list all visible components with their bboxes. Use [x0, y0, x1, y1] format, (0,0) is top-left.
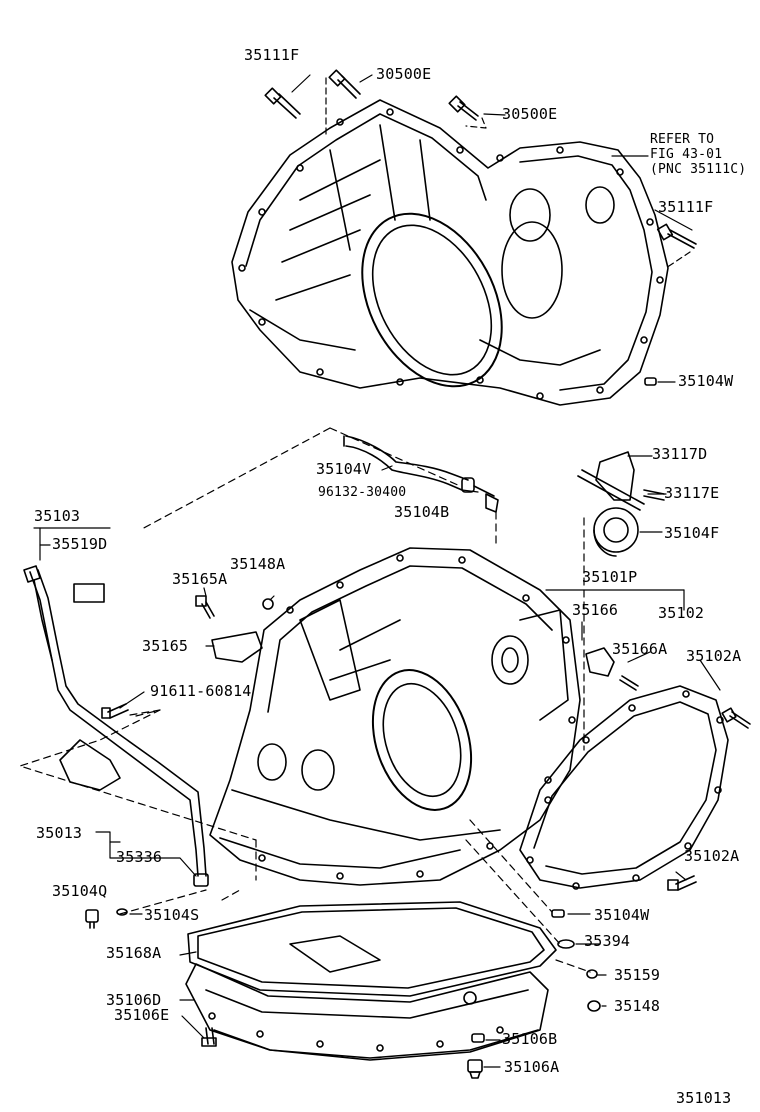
label-35159: 35159 — [614, 966, 661, 984]
bolt-30500E-a — [328, 69, 361, 99]
label-96132-30400: 96132-30400 — [318, 485, 407, 500]
label-35166: 35166 — [572, 601, 619, 619]
label-35148A: 35148A — [230, 555, 286, 573]
bolt-35111F-side — [656, 223, 697, 249]
label-35102: 35102 — [658, 604, 705, 622]
plug-35148A — [262, 598, 274, 610]
plug-35148 — [587, 1000, 601, 1012]
label-35106B: 35106B — [502, 1030, 558, 1048]
plate-35166 — [585, 647, 615, 677]
bracket-33117D — [577, 451, 645, 511]
clamp-96132-30400 — [461, 477, 495, 497]
label-91611-60814: 91611-60814 — [150, 682, 252, 700]
label-35103: 35103 — [34, 507, 81, 525]
label-35104B: 35104B — [394, 503, 450, 521]
union-35104B — [485, 493, 499, 513]
dipstick-35103 — [23, 565, 53, 661]
plug-35104Q — [85, 909, 99, 929]
bolt-35165A — [195, 595, 215, 619]
oring-35394 — [557, 939, 575, 949]
label-35111F-top: 35111F — [244, 46, 300, 64]
label-35165: 35165 — [142, 637, 189, 655]
gasket-35168A — [187, 901, 557, 997]
refer-note-line2: FIG 43-01 — [650, 147, 723, 162]
label-35166A: 35166A — [612, 640, 668, 658]
pin-35104W-upper — [644, 377, 657, 386]
refer-note-line3: (PNC 35111C) — [650, 162, 747, 177]
label-35106D: 35106D — [106, 991, 162, 1009]
label-35165A: 35165A — [172, 570, 228, 588]
pin-35104W-lower — [551, 909, 565, 918]
bolt-35166A — [619, 675, 639, 691]
bolt-30500E-b — [448, 95, 479, 121]
label-35102A-lower: 35102A — [684, 847, 740, 865]
hose-35104V — [343, 435, 469, 491]
label-35168A: 35168A — [106, 944, 162, 962]
label-35104W-upper: 35104W — [678, 372, 734, 390]
oring-35159 — [586, 969, 598, 979]
label-33117E: 33117E — [664, 484, 720, 502]
oil-pan-35106D — [185, 935, 549, 1061]
label-35106E: 35106E — [114, 1006, 170, 1024]
refer-note-line1: REFER TO — [650, 132, 715, 147]
transaxle-case-upper — [231, 99, 669, 406]
plate-35165 — [211, 631, 263, 663]
magnet-35106B — [471, 1033, 485, 1043]
label-35102A-upper: 35102A — [686, 647, 742, 665]
leader-lines-lower — [33, 455, 721, 1068]
assembly-dashed-lines — [19, 427, 591, 973]
pad-35519D — [73, 583, 105, 603]
label-35101P: 35101P — [582, 568, 638, 586]
bolt-35102A-upper — [721, 707, 751, 729]
bolt-35111F-top — [264, 87, 301, 119]
figure-number: 351013 — [676, 1089, 732, 1107]
transaxle-case-lower — [209, 547, 581, 886]
plug-35106A — [467, 1059, 483, 1079]
bolt-91611-60814 — [101, 703, 129, 719]
side-cover-35102 — [519, 685, 729, 890]
label-35104F: 35104F — [664, 524, 720, 542]
bolt-33117E — [643, 489, 665, 501]
label-35394: 35394 — [584, 932, 631, 950]
label-30500E-a: 30500E — [376, 65, 432, 83]
label-35336: 35336 — [116, 848, 163, 866]
label-35519D: 35519D — [52, 535, 108, 553]
label-30500E-b: 30500E — [502, 105, 558, 123]
label-35148: 35148 — [614, 997, 661, 1015]
label-35104W-lower: 35104W — [594, 906, 650, 924]
bolt-35102A-lower — [667, 875, 697, 891]
label-35111F-side: 35111F — [658, 198, 714, 216]
label-35104Q: 35104Q — [52, 882, 108, 900]
label-33117D: 33117D — [652, 445, 708, 463]
leader-lines-upper — [291, 74, 693, 383]
seal-35104F — [593, 507, 639, 557]
label-35104V: 35104V — [316, 460, 372, 478]
label-35104S: 35104S — [144, 906, 200, 924]
label-35106A: 35106A — [504, 1058, 560, 1076]
bolt-35106E — [201, 1027, 217, 1047]
label-35013: 35013 — [36, 824, 83, 842]
